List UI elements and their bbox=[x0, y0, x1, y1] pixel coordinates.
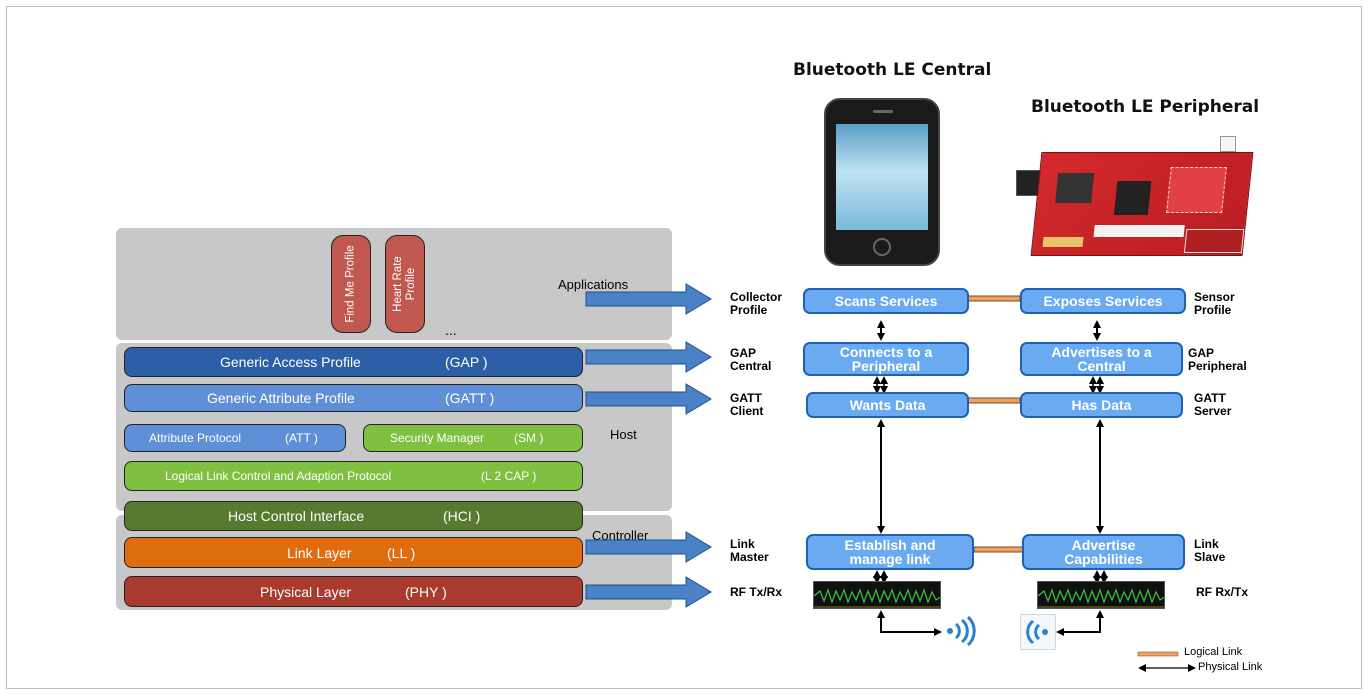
applications-label: Applications bbox=[558, 277, 629, 292]
hci-layer: Host Control Interface(HCI ) bbox=[124, 501, 583, 531]
scans-services-block: Scans Services bbox=[803, 288, 969, 314]
legend-logical-label: Logical Link bbox=[1184, 646, 1243, 658]
has-data-block: Has Data bbox=[1020, 392, 1183, 418]
physical-layer: Physical Layer(PHY ) bbox=[124, 576, 583, 607]
legend-physical-label: Physical Link bbox=[1198, 661, 1263, 673]
central-rf-waveform bbox=[813, 581, 941, 609]
link-layer-arrow bbox=[585, 531, 712, 563]
peripheral-header: Bluetooth LE Peripheral bbox=[1031, 97, 1260, 117]
legend-logical-swatch bbox=[1137, 651, 1179, 657]
wireless-signal-icon bbox=[944, 616, 978, 646]
gap-arrow bbox=[585, 341, 712, 373]
rf-tx-rx-label: RF Tx/Rx bbox=[730, 585, 783, 599]
gatt-layer: Generic Attribute Profile(GATT ) bbox=[124, 384, 583, 412]
link-layer: Link Layer(LL ) bbox=[124, 537, 583, 568]
central-header: Bluetooth LE Central bbox=[793, 60, 992, 80]
heart-rate-profile: Heart Rate Profile bbox=[385, 235, 425, 333]
peripheral-rf-waveform bbox=[1037, 581, 1165, 609]
smartphone-image bbox=[824, 98, 940, 266]
dev-board-image bbox=[1016, 130, 1268, 256]
rf-rx-tx-label: RF Rx/Tx bbox=[1196, 585, 1249, 599]
more-profiles-ellipsis: ... bbox=[445, 322, 457, 338]
l2cap-layer: Logical Link Control and Adaption Protoc… bbox=[124, 461, 583, 491]
host-label: Host bbox=[610, 427, 637, 442]
sm-layer: Security Manager(SM ) bbox=[363, 424, 583, 452]
controller-label: Controller bbox=[592, 528, 649, 543]
gap-layer: Generic Access Profile(GAP ) bbox=[124, 347, 583, 377]
wants-data-block: Wants Data bbox=[806, 392, 969, 418]
applications-arrow bbox=[585, 283, 712, 315]
gatt-arrow bbox=[585, 383, 712, 415]
diagram-frame bbox=[6, 6, 1362, 689]
exposes-services-block: Exposes Services bbox=[1020, 288, 1186, 314]
phy-arrow bbox=[585, 576, 712, 608]
wireless-receive-icon bbox=[1020, 614, 1056, 650]
att-layer: Attribute Protocol(ATT ) bbox=[124, 424, 346, 452]
find-me-profile: Find Me Profile bbox=[331, 235, 371, 333]
